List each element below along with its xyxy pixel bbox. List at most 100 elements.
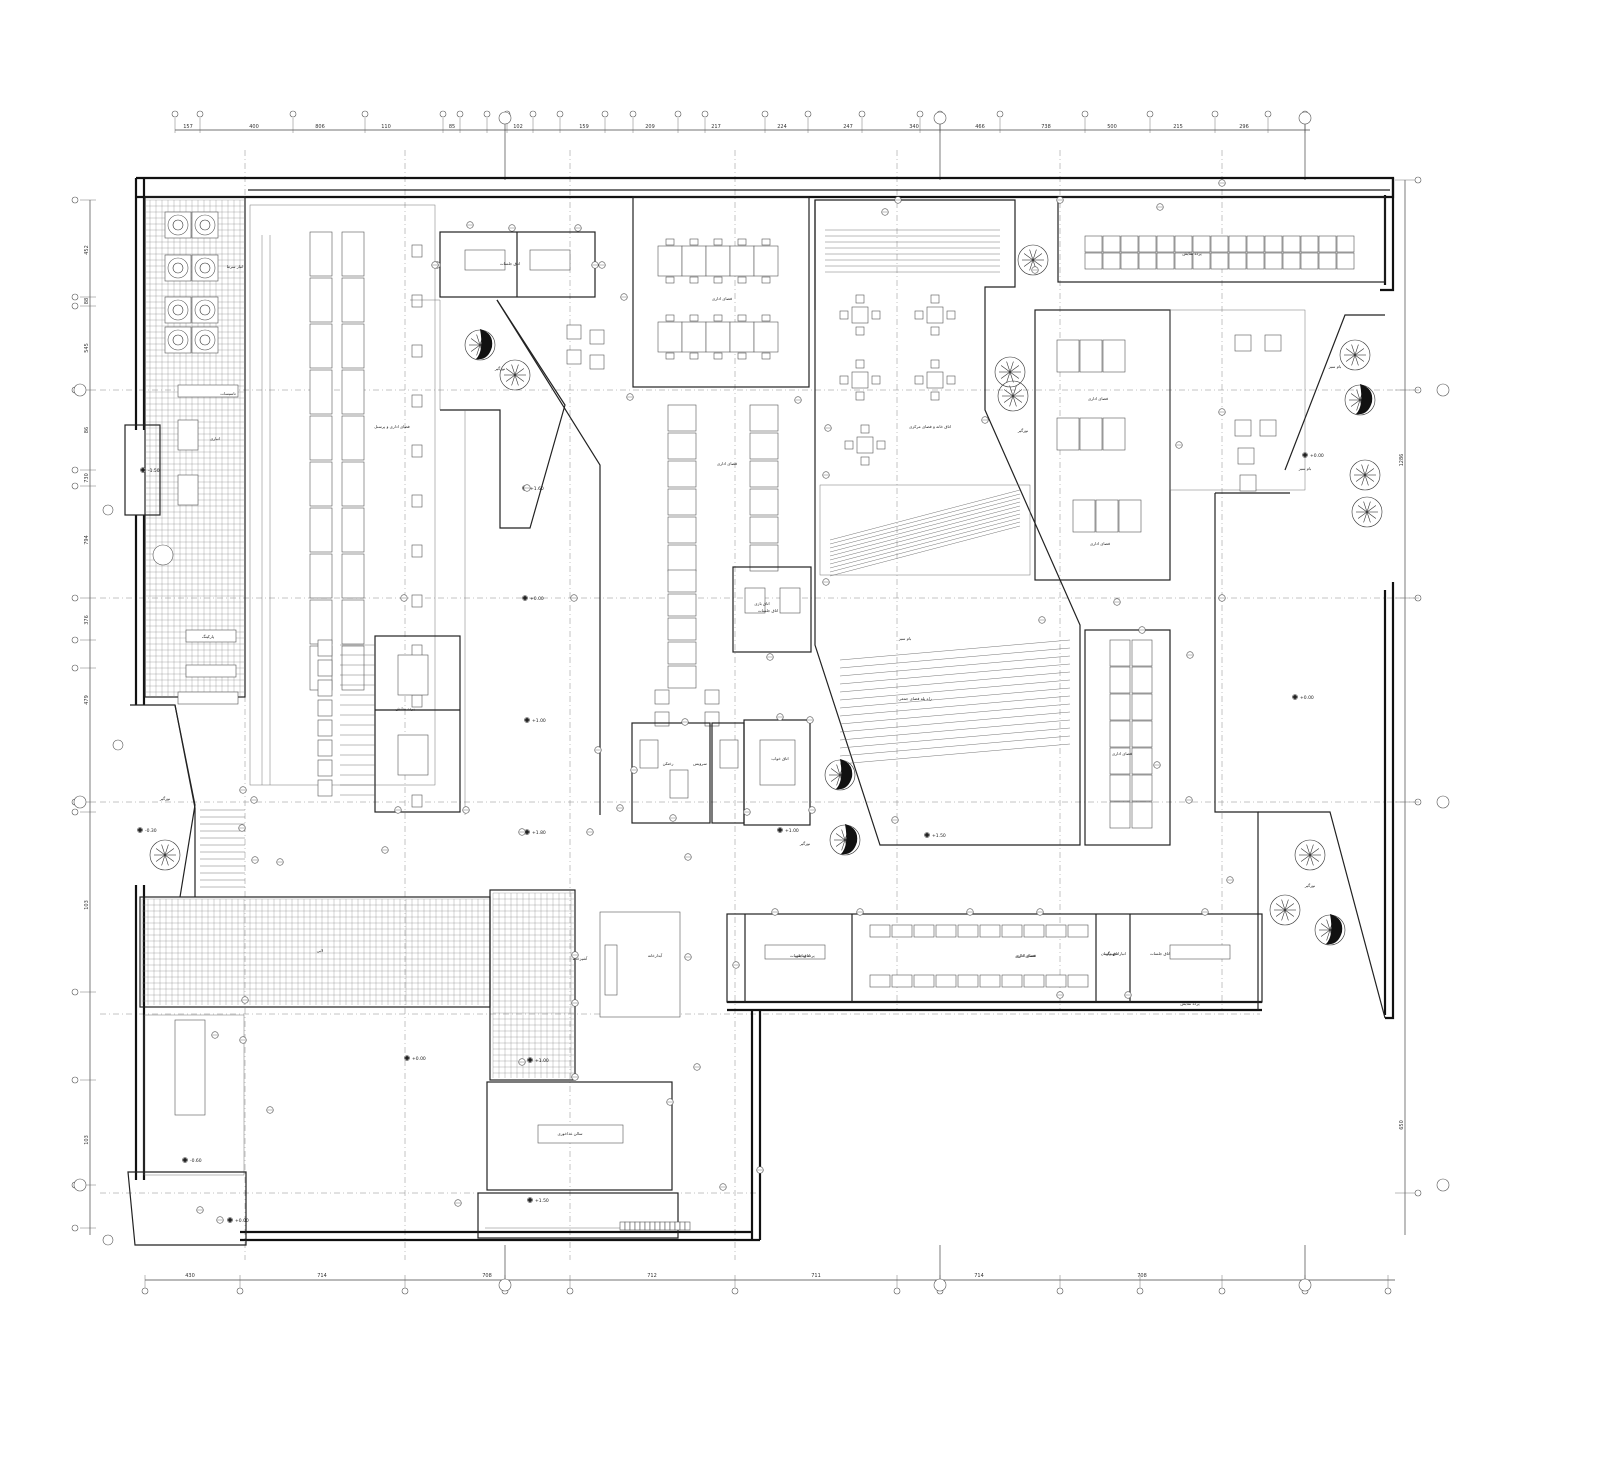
tree-branch <box>1350 399 1361 407</box>
desk <box>1131 747 1153 775</box>
desk <box>667 460 697 488</box>
desk <box>667 665 697 689</box>
desk <box>705 245 731 277</box>
tree-branch <box>1363 511 1368 523</box>
stair-step <box>674 1221 681 1231</box>
room-label: بام سبز <box>1328 364 1342 369</box>
desk <box>667 544 697 572</box>
stair-step <box>669 1221 676 1231</box>
tree-branch <box>1000 371 1011 379</box>
desk <box>749 432 779 460</box>
stair-step <box>624 1221 631 1231</box>
section-bubble <box>498 1278 512 1292</box>
stair-tread <box>839 711 1071 733</box>
chair <box>876 440 886 450</box>
level-symbol-fill <box>524 717 530 723</box>
tree-branch <box>514 368 525 376</box>
chair <box>665 314 675 322</box>
grid-bubble <box>71 302 79 310</box>
chair <box>411 544 423 558</box>
tree-branch <box>1009 361 1014 373</box>
ac-fan <box>194 329 216 351</box>
grid-bubble <box>1218 1287 1226 1295</box>
chair <box>855 294 865 304</box>
tree-branch <box>505 374 516 382</box>
chair <box>713 238 723 246</box>
grid-bubble <box>71 988 79 996</box>
tree-branch <box>1000 365 1011 373</box>
desk <box>341 277 365 323</box>
tree-branch <box>1364 468 1375 476</box>
room-label: فضای اداری <box>717 461 737 466</box>
chair <box>839 310 849 320</box>
stair-tread <box>839 639 1071 661</box>
desk <box>1118 499 1142 533</box>
tree-branch <box>1003 395 1014 403</box>
tree-canopy <box>1017 244 1049 276</box>
cafe-table <box>926 306 944 324</box>
tree-branch <box>1366 505 1377 513</box>
dimension-value: 430 <box>185 1273 195 1279</box>
tree-branch <box>1275 903 1286 911</box>
tree-branch <box>470 338 481 346</box>
grid-bubble <box>439 110 447 118</box>
tree-branch <box>511 374 516 386</box>
level-value: +0.00 <box>1300 695 1314 701</box>
desk <box>1072 499 1096 533</box>
room-label: اتاق جلسات <box>790 953 810 958</box>
desk <box>1156 252 1175 270</box>
chair <box>317 779 333 797</box>
desk <box>1109 774 1131 802</box>
tree-shadow <box>1326 914 1343 945</box>
section-bubble <box>1436 795 1450 809</box>
furniture <box>639 739 659 769</box>
section-bubble <box>1436 383 1450 397</box>
chair <box>930 326 940 336</box>
chair <box>737 352 747 360</box>
stair-step <box>639 1221 646 1231</box>
chair <box>317 739 333 757</box>
desk <box>309 553 333 599</box>
chair <box>665 238 675 246</box>
grid-bubble <box>456 110 464 118</box>
desk <box>749 516 779 544</box>
room-label: نورگیر <box>1304 883 1315 888</box>
desk <box>1228 235 1247 253</box>
desk <box>1045 974 1067 988</box>
dimension-value: 209 <box>645 124 655 130</box>
desk <box>1210 235 1229 253</box>
level-symbol-fill <box>182 1157 188 1163</box>
office-area-left <box>249 204 436 808</box>
desk <box>681 245 707 277</box>
dimension-value: 794 <box>84 535 90 545</box>
office-strip-lower-right <box>726 913 1263 1003</box>
stair-tread <box>839 655 1071 677</box>
tree-branch <box>1320 923 1331 931</box>
desk <box>1300 252 1319 270</box>
ac-fan <box>194 257 216 279</box>
desk <box>1109 666 1131 694</box>
stair-step <box>654 1221 661 1231</box>
desk <box>1228 252 1247 270</box>
tree-branch <box>505 368 516 376</box>
desk <box>341 599 365 645</box>
desk <box>1023 974 1045 988</box>
chair <box>317 719 333 737</box>
desk <box>1102 339 1126 373</box>
dimension-value: 712 <box>647 1273 657 1279</box>
tree-shadow <box>841 824 858 855</box>
chair <box>839 375 849 385</box>
chair <box>411 594 423 608</box>
desk <box>1264 235 1283 253</box>
tree-canopy <box>464 329 496 361</box>
parking-left <box>127 1014 247 1246</box>
grid-bubble <box>601 110 609 118</box>
tree-canopy <box>149 839 181 871</box>
cafe-table <box>856 436 874 454</box>
tree-branch <box>1006 361 1011 373</box>
desk <box>341 323 365 369</box>
section-bubble <box>498 111 512 125</box>
grid-bubble <box>1081 110 1089 118</box>
room-label: تاسیسات <box>220 391 235 396</box>
desk <box>1079 339 1103 373</box>
